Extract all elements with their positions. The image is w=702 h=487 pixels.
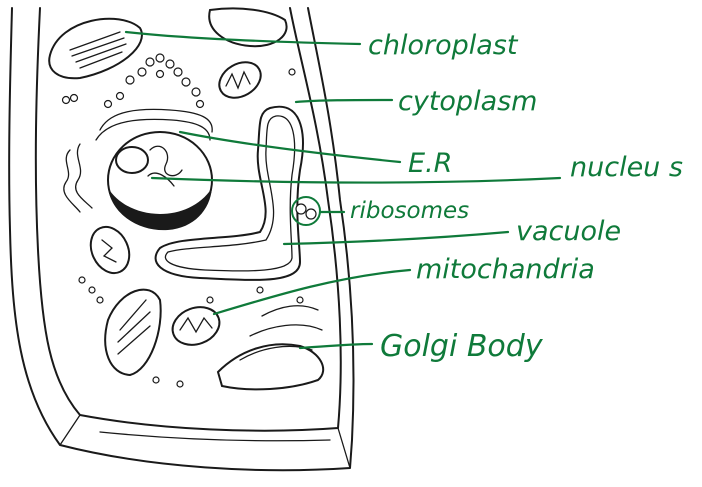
label-er: E.R [408, 148, 452, 179]
label-chloroplast: chloroplast [368, 30, 519, 61]
cell-wall-bottom [60, 415, 350, 468]
ribosome-pair [296, 204, 316, 219]
leader-golgi [300, 344, 372, 348]
label-vacuole: vacuole [516, 216, 621, 247]
leader-cytoplasm [296, 100, 392, 102]
leader-er [180, 132, 400, 162]
labels: chloroplast cytoplasm E.R nucleu s ribos… [350, 30, 683, 364]
leader-nucleus [152, 178, 560, 183]
mitochondrion-top [213, 55, 267, 105]
cell-wall-outer [9, 8, 353, 470]
label-golgi: Golgi Body [380, 329, 544, 364]
label-cytoplasm: cytoplasm [398, 86, 537, 117]
mitochondrion-left [84, 221, 137, 280]
label-ribosomes: ribosomes [350, 198, 469, 224]
chloroplast-top [49, 19, 142, 78]
mitochondrion-labeled [167, 301, 224, 351]
label-nucleus: nucleu s [570, 152, 683, 183]
label-mitochondria: mitochandria [416, 254, 595, 285]
chloroplast-bottom [105, 290, 160, 375]
leader-vacuole [284, 232, 508, 244]
nucleus [108, 132, 212, 230]
